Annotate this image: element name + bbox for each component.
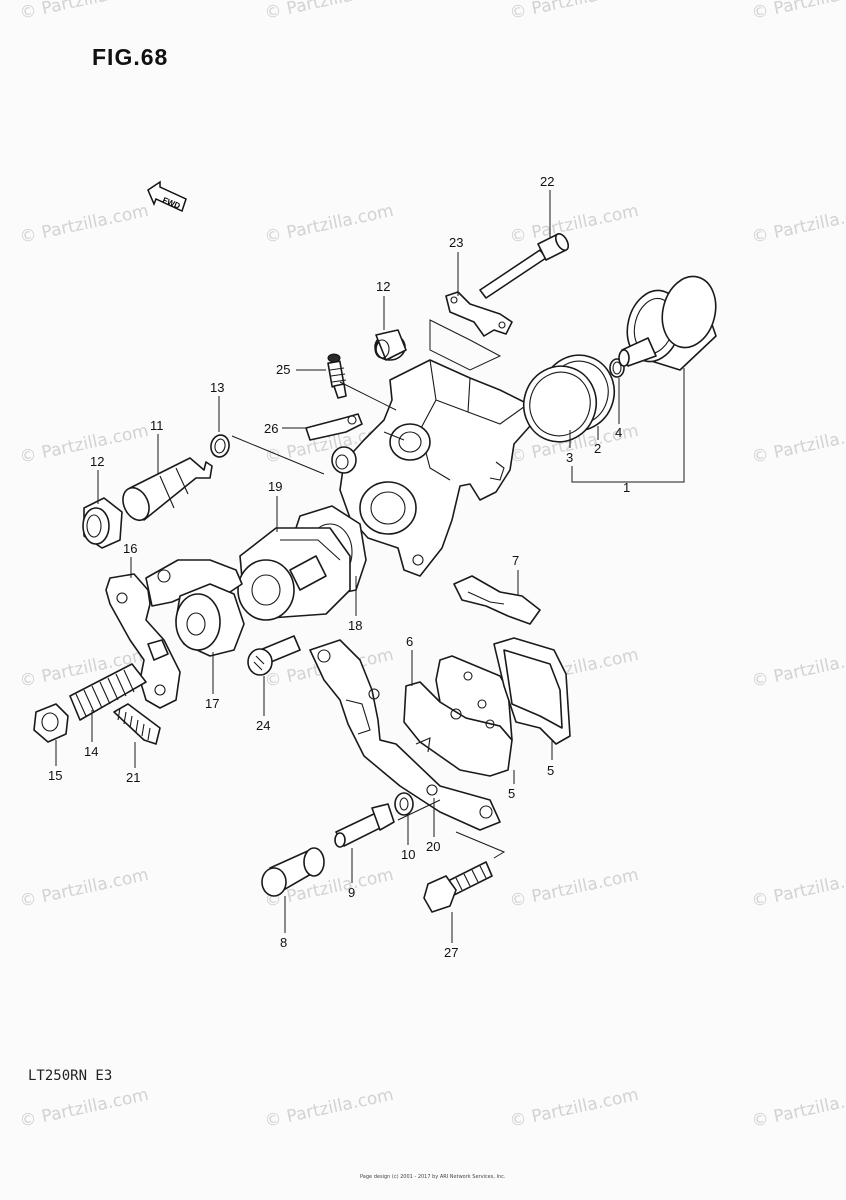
callout-label: 9 <box>348 885 355 900</box>
figure-title: FIG.68 <box>92 44 169 70</box>
pad-pin-part <box>334 803 395 848</box>
callout-label: 11 <box>150 418 164 433</box>
callout-label: 8 <box>280 935 287 950</box>
bolt-24-part <box>247 635 301 676</box>
bushing-part <box>261 847 325 897</box>
retainer-plate-part <box>429 291 513 371</box>
model-label: LT250RN E3 <box>28 1068 113 1084</box>
callout-label: 3 <box>566 450 573 465</box>
callout-label: 21 <box>126 770 140 785</box>
bracket-part <box>309 639 501 831</box>
callout-label: 20 <box>426 839 440 854</box>
fwd-arrow-icon: FWD <box>147 180 187 213</box>
callout-label: 15 <box>48 768 62 783</box>
nut-part <box>33 703 69 743</box>
piston-part <box>618 275 717 371</box>
callout-label: 27 <box>444 945 458 960</box>
callout-label: 5 <box>547 763 554 778</box>
assembly-guide-lines <box>231 381 506 859</box>
callout-label: 5 <box>508 786 515 801</box>
callout-label: 19 <box>268 479 282 494</box>
caliper-body-part <box>331 359 531 577</box>
brake-pad-inner-part <box>403 655 513 777</box>
callout-label: 22 <box>540 174 554 189</box>
caliper-pin-part <box>122 457 213 522</box>
callout-label: 12 <box>90 454 104 469</box>
washer-part <box>394 792 414 816</box>
callout-label: 24 <box>256 718 270 733</box>
brake-pad-outer-part <box>493 637 571 745</box>
callout-label: 25 <box>276 362 290 377</box>
bleeder-valve-part <box>327 353 347 399</box>
callout-label: 12 <box>376 279 390 294</box>
housing-part <box>237 527 351 621</box>
callout-label: 7 <box>512 553 519 568</box>
callout-label: 17 <box>205 696 219 711</box>
callout-label: 26 <box>264 421 278 436</box>
callout-label: 1 <box>623 480 630 495</box>
cam-part <box>175 583 245 657</box>
callout-label: 13 <box>210 380 224 395</box>
callout-label: 16 <box>123 541 137 556</box>
part-callouts: 22 23 12 25 13 11 26 12 19 16 3 2 <box>48 174 685 960</box>
spring-part <box>69 663 147 721</box>
o-ring-small-part <box>210 434 230 458</box>
callout-label: 18 <box>348 618 362 633</box>
callout-label: 14 <box>84 744 98 759</box>
callout-label: 2 <box>594 441 601 456</box>
bolt-27-part <box>423 861 493 913</box>
callout-label: 23 <box>449 235 463 250</box>
clip-part <box>305 413 363 441</box>
callout-label: 6 <box>406 634 413 649</box>
callout-label: 4 <box>615 425 622 440</box>
dust-boot-lower-part <box>82 497 123 549</box>
piston-seal-part <box>523 354 615 443</box>
bolt-part <box>479 233 570 299</box>
callout-label: 10 <box>401 847 415 862</box>
dust-boot-part <box>374 329 407 361</box>
footer-note: Page design (c) 2001 - 2017 by ARI Netwo… <box>360 1174 506 1180</box>
pad-shim-part <box>453 575 541 625</box>
return-spring-part <box>113 703 161 745</box>
